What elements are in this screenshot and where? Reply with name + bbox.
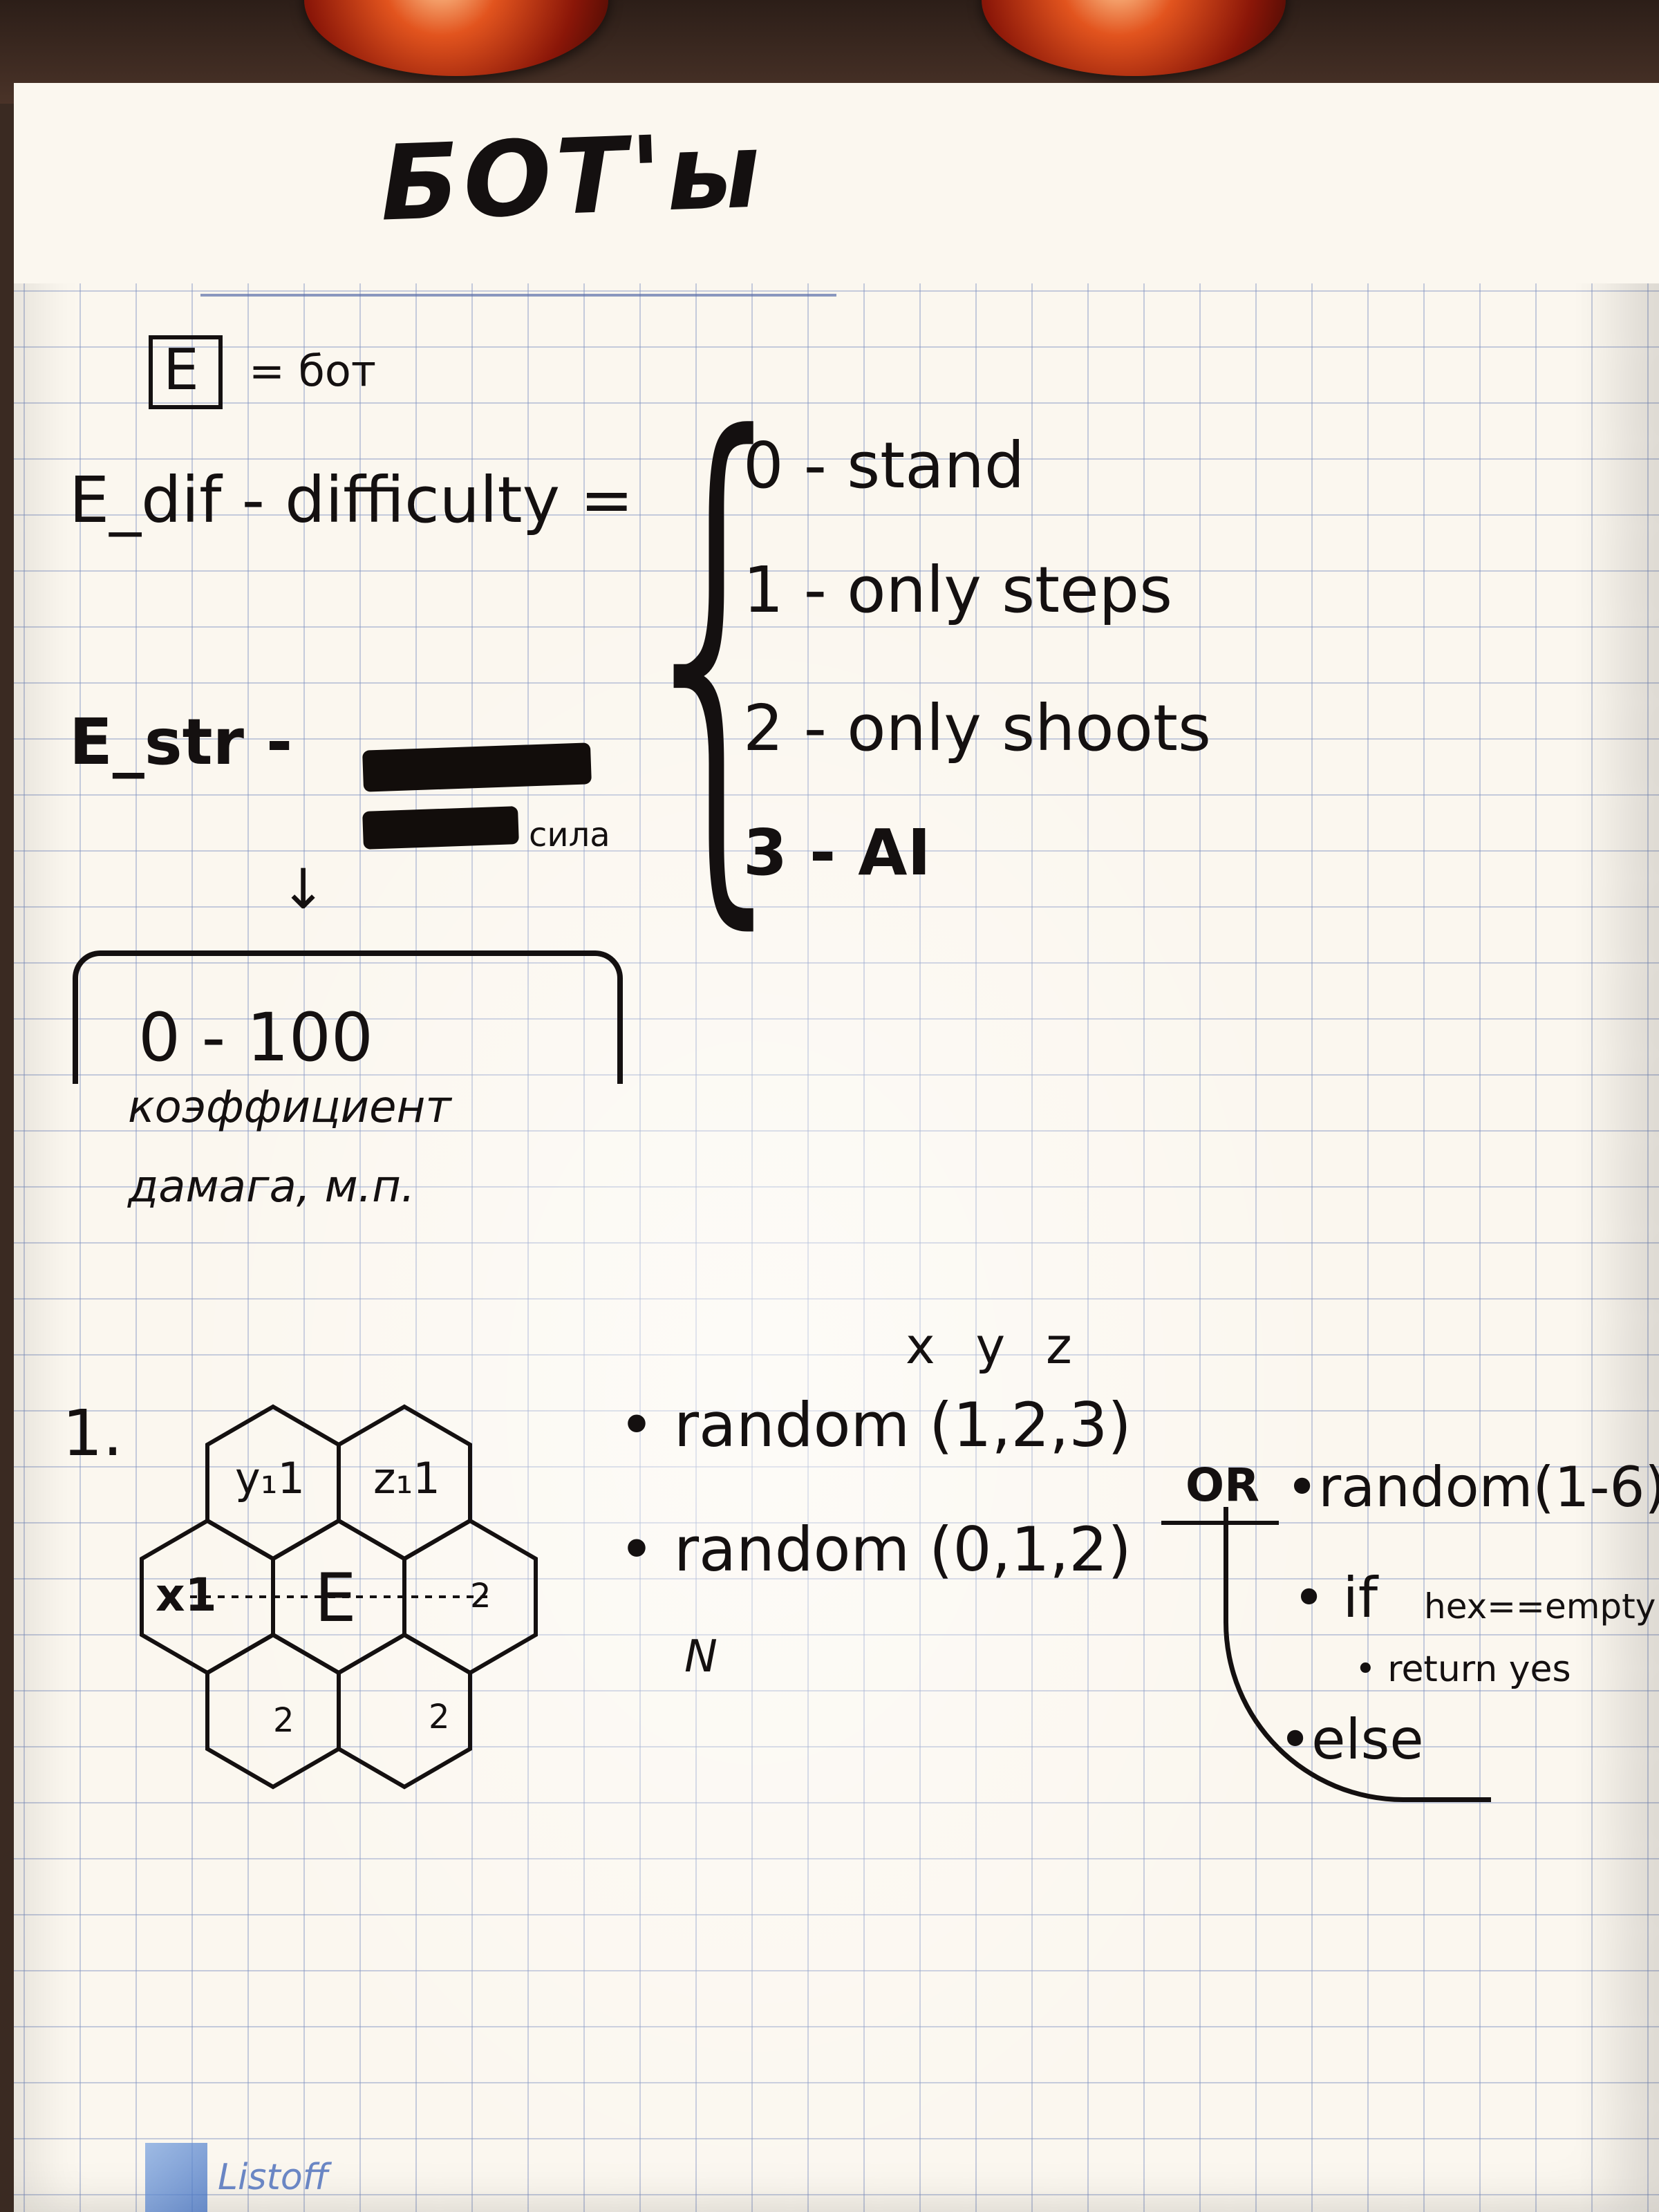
strength-label: E_str - — [69, 705, 293, 779]
christmas-ornament-left — [304, 0, 608, 76]
title-underline — [200, 294, 836, 297]
or-label: OR — [1185, 1459, 1259, 1512]
random-1-6: •random(1-6) — [1286, 1455, 1659, 1519]
strength-range: 0 - 100 — [138, 999, 373, 1076]
or-underline — [1161, 1521, 1279, 1525]
difficulty-option-2: 2 - only shoots — [743, 691, 1211, 765]
hex-label-bottom-right: 2 — [429, 1698, 450, 1736]
notebook-brand-text: Listoff — [218, 2157, 329, 2198]
side-mark: N — [684, 1631, 718, 1683]
difficulty-brace: { — [622, 328, 816, 972]
hex-label-right: 2 — [470, 1577, 491, 1615]
return-statement: • return yes — [1355, 1649, 1571, 1690]
difficulty-label: E_dif - difficulty = — [69, 463, 634, 537]
bot-legend-letter: E — [163, 337, 199, 403]
if-condition: hex==empty — [1424, 1586, 1656, 1627]
else-statement: •else — [1279, 1707, 1424, 1772]
axis-header: x y z — [906, 1317, 1085, 1375]
hex-grid-diagram: y₁1 z₁1 x1 E 2 2 2 — [140, 1404, 538, 1790]
item-number: 1. — [62, 1396, 123, 1470]
random-bullet-1: • random (1,2,3) — [619, 1389, 1132, 1461]
scribbled-out-word — [362, 806, 519, 850]
scribbled-out-word — [362, 742, 592, 792]
strength-suffix: сила — [529, 816, 610, 854]
difficulty-option-3: 3 - AI — [743, 816, 931, 890]
if-statement: • if — [1293, 1566, 1378, 1630]
bot-legend-meaning: = бот — [249, 346, 376, 396]
page-header-area — [14, 83, 1659, 283]
range-brace — [73, 950, 623, 1084]
strength-note-line2: дамага, м.п. — [128, 1161, 415, 1212]
hex-bottom-right — [337, 1632, 472, 1790]
difficulty-option-0: 0 - stand — [743, 429, 1025, 503]
christmas-ornament-right — [982, 0, 1286, 76]
hex-label-y: y₁1 — [235, 1453, 305, 1503]
hex-label-bottom-left: 2 — [273, 1701, 294, 1740]
down-arrow-icon: ↓ — [280, 857, 327, 921]
notebook-page — [14, 83, 1659, 2212]
page-title: БОТ'ы — [378, 111, 767, 245]
hex-label-x: x1 — [156, 1568, 217, 1622]
bot-legend-box — [149, 335, 223, 409]
hex-label-z: z₁1 — [373, 1453, 440, 1503]
strength-note-line1: коэффициент — [128, 1082, 451, 1133]
notebook-logo-sticker — [145, 2143, 207, 2212]
difficulty-option-1: 1 - only steps — [743, 553, 1172, 627]
random-bullet-2: • random (0,1,2) — [619, 1514, 1132, 1585]
hex-center-label: E — [315, 1559, 357, 1637]
